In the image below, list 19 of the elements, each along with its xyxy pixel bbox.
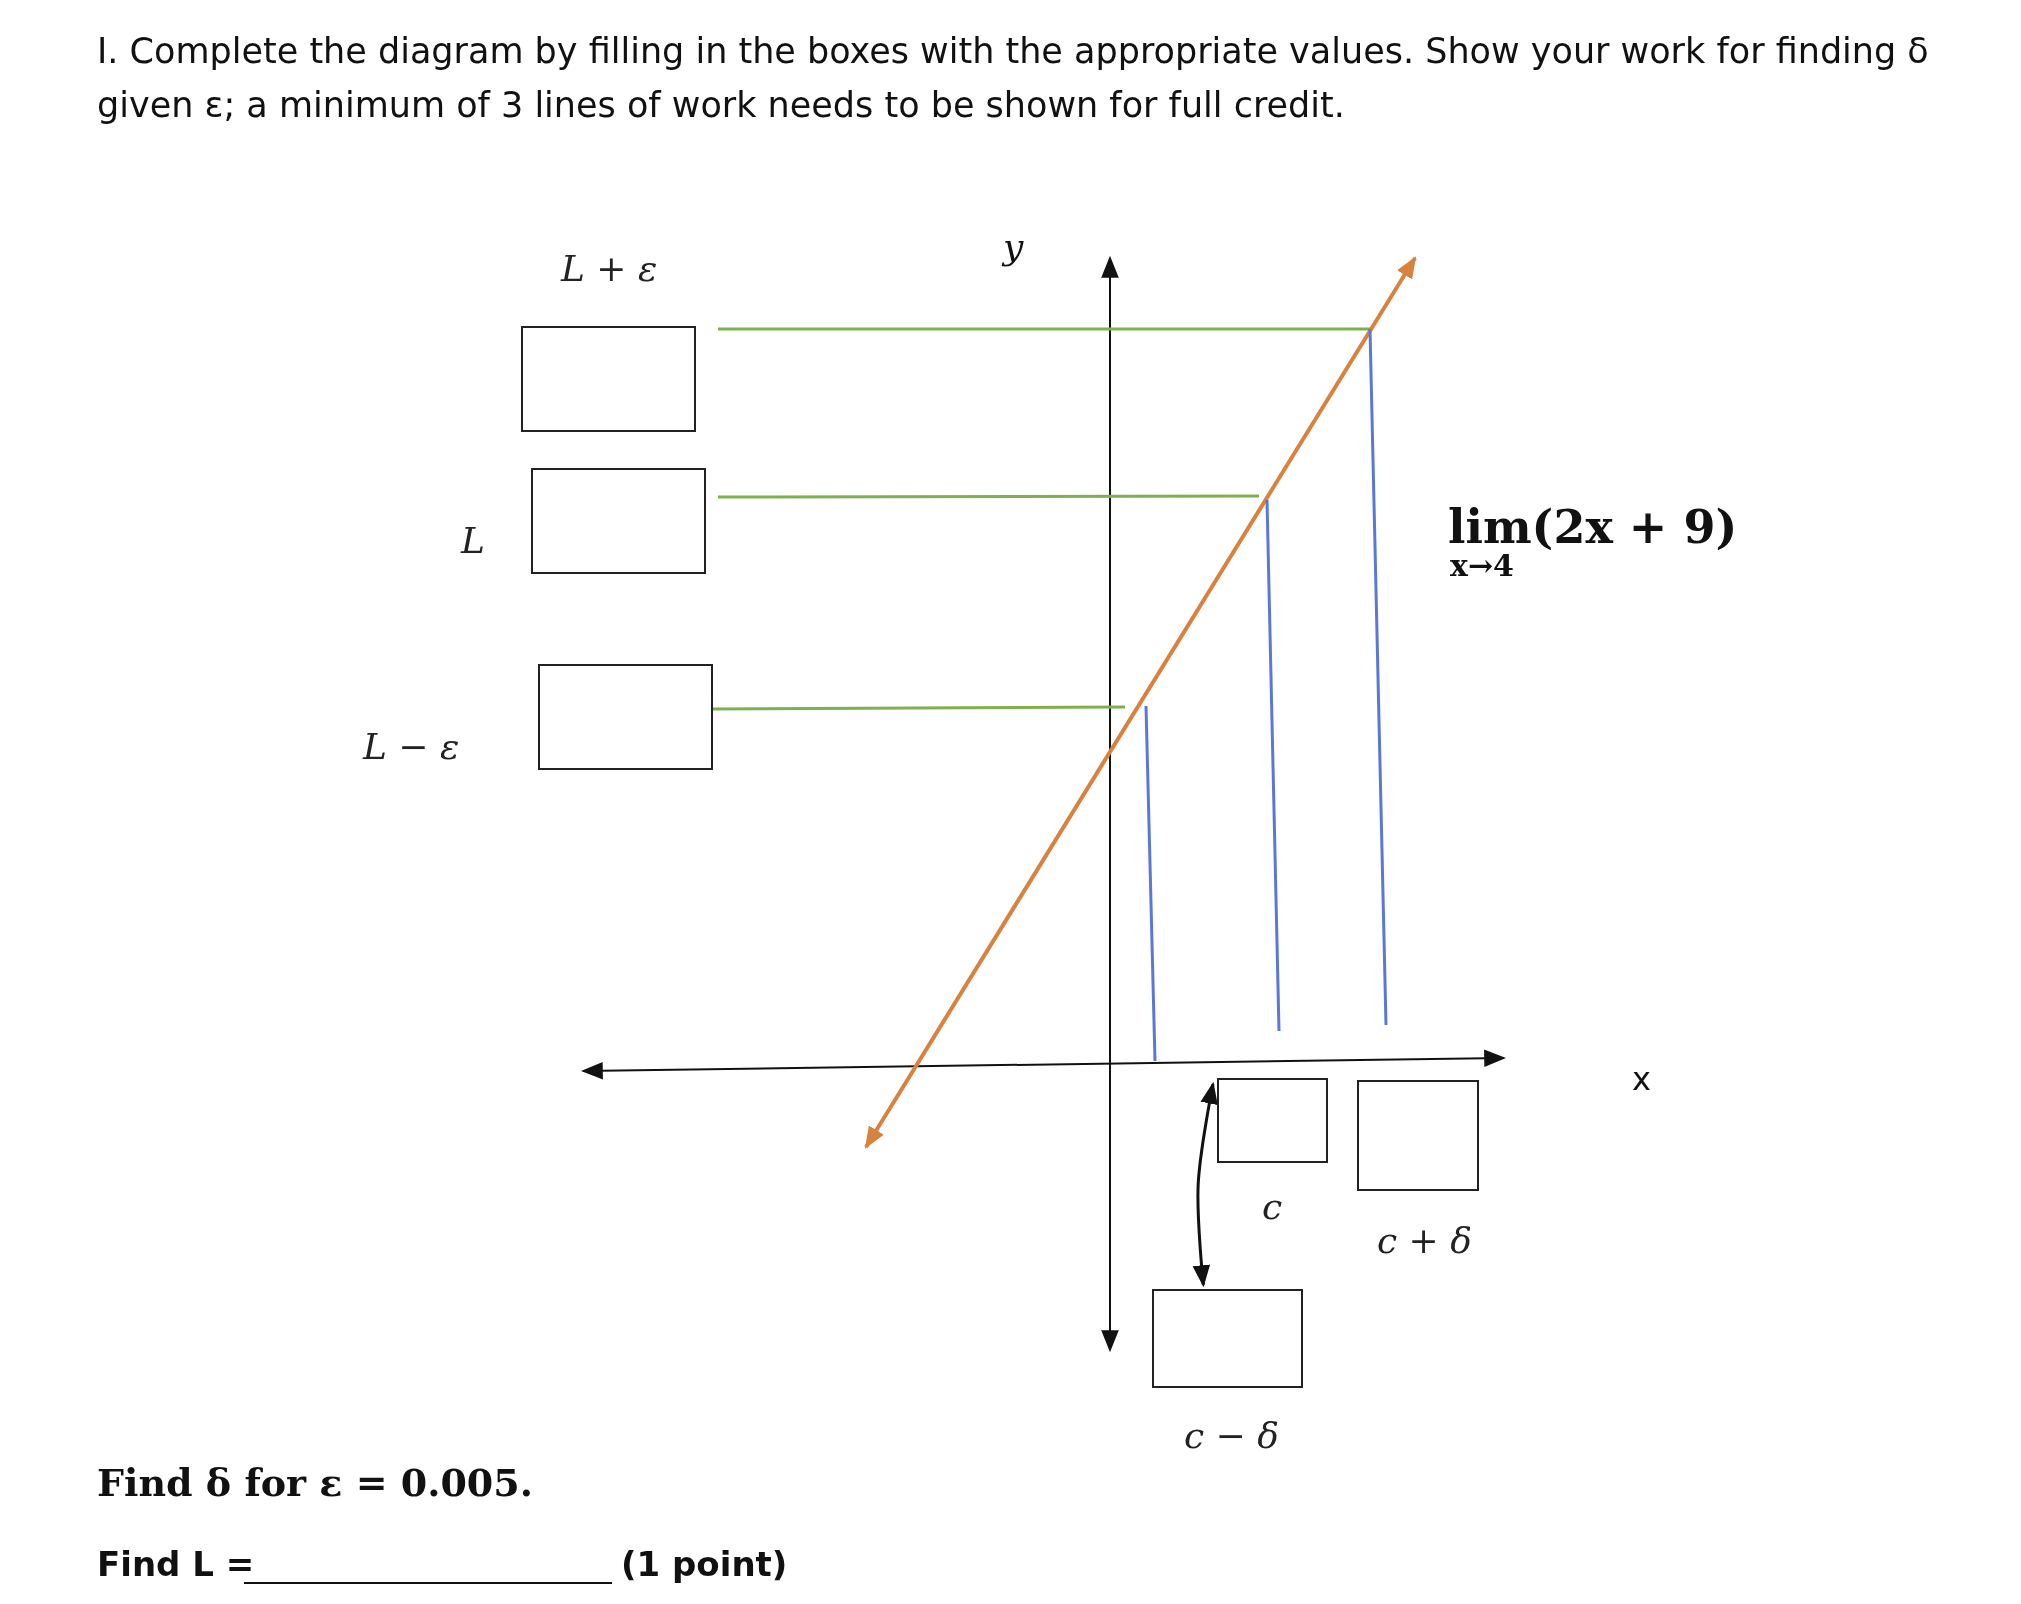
answer-box [521, 326, 696, 432]
math-label: c + δ [1377, 1220, 1472, 1261]
math-label: L + ε [561, 248, 658, 289]
math-label: L [461, 520, 485, 561]
answer-box [1152, 1289, 1303, 1388]
question-text: Find δ for ε = 0.005. [97, 1460, 533, 1505]
math-label: L − ε [363, 726, 460, 767]
math-label: c − δ [1184, 1415, 1279, 1456]
question-text: Find L = [97, 1544, 255, 1584]
axis-label: x [1632, 1060, 1651, 1098]
answer-box [1217, 1078, 1328, 1163]
double-arrow [1192, 1081, 1218, 1288]
answer-box [1357, 1080, 1479, 1191]
points-text: (1 point) [621, 1544, 788, 1584]
instructions-text: I. Complete the diagram by filling in the boxes with the appropriate values. Show your work for finding δ given ε; a minimum of 3 lines of work needs to be shown for full credit. [97, 30, 1930, 127]
axis-label: y [1003, 226, 1024, 267]
math-label: c [1262, 1186, 1283, 1227]
answer-box [538, 664, 713, 770]
answer-box [531, 468, 706, 574]
